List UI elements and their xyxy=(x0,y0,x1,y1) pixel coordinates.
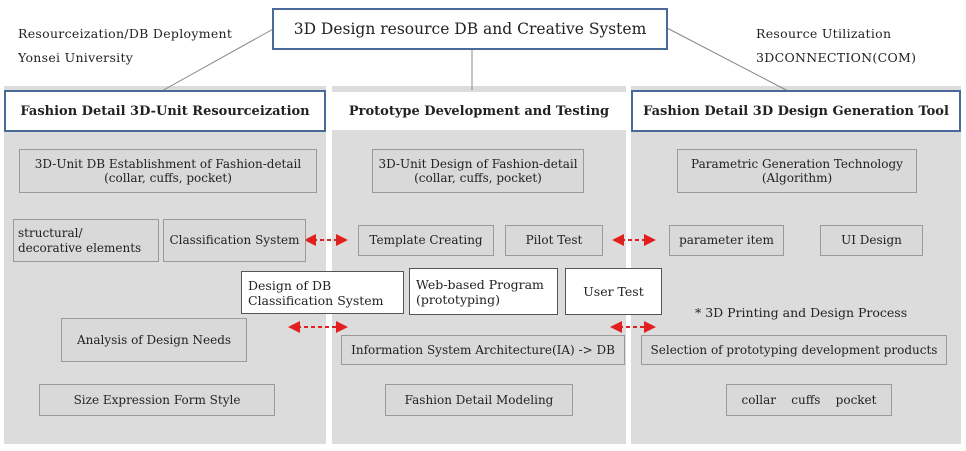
printing-note: * 3D Printing and Design Process xyxy=(695,305,908,320)
header-middle: Prototype Development and Testing xyxy=(332,92,626,130)
design-db-box: Design of DB Classification System xyxy=(241,271,404,314)
top-right-note: Resource Utilization 3DCONNECTION(COM) xyxy=(756,22,956,70)
parameter-box: parameter item xyxy=(669,225,784,256)
selection-box: Selection of prototyping development pro… xyxy=(641,335,947,365)
top-left-note: Resourceization/DB Deployment Yonsei Uni… xyxy=(18,22,268,70)
web-program-box: Web-based Program (prototyping) xyxy=(409,268,558,315)
user-test-box: User Test xyxy=(565,268,662,315)
header-left: Fashion Detail 3D-Unit Resourceization xyxy=(4,90,326,132)
parametric-box: Parametric Generation Technology (Algori… xyxy=(677,149,917,193)
connector-line-left xyxy=(159,27,276,93)
products-box: collar cuffs pocket xyxy=(726,384,892,416)
top-right-line1: Resource Utilization xyxy=(756,26,892,41)
unit-design-box: 3D-Unit Design of Fashion-detail (collar… xyxy=(372,149,584,193)
size-box: Size Expression Form Style xyxy=(39,384,275,416)
connector-line-right xyxy=(666,27,791,93)
top-left-line1: Resourceization/DB Deployment xyxy=(18,26,233,41)
top-left-line2: Yonsei University xyxy=(18,49,134,65)
pilot-box: Pilot Test xyxy=(505,225,603,256)
ia-box: Information System Architecture(IA) -> D… xyxy=(341,335,625,365)
analysis-box: Analysis of Design Needs xyxy=(61,318,247,362)
diagram-title: 3D Design resource DB and Creative Syste… xyxy=(272,8,668,50)
classification-box: Classification System xyxy=(163,219,306,262)
ui-design-box: UI Design xyxy=(820,225,923,256)
establishment-box: 3D-Unit DB Establishment of Fashion-deta… xyxy=(19,149,317,193)
top-right-line2: 3DCONNECTION(COM) xyxy=(756,49,917,65)
template-box: Template Creating xyxy=(358,225,494,256)
elements-box: structural/ decorative elements xyxy=(13,219,159,262)
header-right: Fashion Detail 3D Design Generation Tool xyxy=(631,90,961,132)
modeling-box: Fashion Detail Modeling xyxy=(385,384,573,416)
